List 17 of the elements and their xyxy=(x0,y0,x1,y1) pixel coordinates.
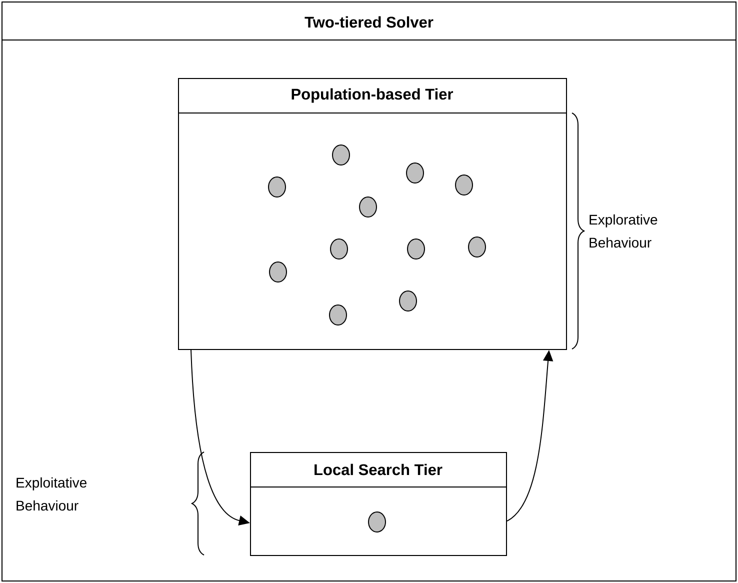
brace-label: Explorative Behaviour xyxy=(590,214,658,248)
individual-circle xyxy=(269,262,287,282)
tier-box: Local Search Tier xyxy=(250,452,507,556)
individual-circle xyxy=(468,236,486,258)
individual-circle xyxy=(359,196,377,218)
tier-box: Population-based Tier xyxy=(178,78,567,350)
individual-circle xyxy=(455,174,473,196)
brace-label: Exploitative Behaviour xyxy=(16,477,86,511)
individual-circle xyxy=(332,144,350,166)
individual-circle xyxy=(268,176,286,198)
title: Two-tiered Solver xyxy=(304,16,434,28)
individual-circle xyxy=(407,238,425,260)
individual-circle xyxy=(329,304,347,326)
individual-circle xyxy=(330,238,348,260)
individual-circle xyxy=(406,162,424,184)
individual-circle xyxy=(399,290,417,312)
individual-circle xyxy=(368,512,386,532)
